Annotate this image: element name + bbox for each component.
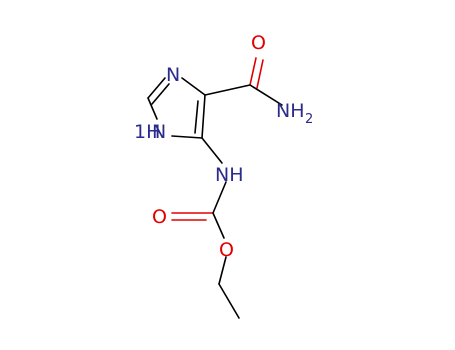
bond-camide-o [249,57,257,86]
bond-camide-nh2 [249,84,283,106]
bond-ch2-ch3 [218,283,240,319]
atom-labels: N 1H N O NH 2 NH O O [134,32,313,261]
bond-c4-camide [204,84,251,96]
atom-o-ester: O [219,239,234,261]
bond-c5-n1 [171,135,203,139]
bond-c4-c5 [201,94,206,139]
bond-c2-n3-double [151,83,170,105]
bond-camide-o-double [256,59,264,89]
bond-c2-n1 [147,97,158,120]
atom-nh-ring-n: N [152,121,166,143]
atom-o-carbonyl: O [152,206,167,228]
atom-nh-link: NH [215,164,244,186]
bond-c2-n3 [147,77,166,99]
bonds [147,57,283,319]
bond-c-oester [212,212,225,239]
bond-nhlink-c [212,181,227,214]
atom-n-ring: N [166,64,180,86]
atom-o-amide: O [251,32,266,54]
atom-nh2: NH [276,100,305,122]
atom-nh2-subscript: 2 [305,112,313,127]
atom-nh-ring-h: 1H [134,121,160,143]
bond-n3-c4 [181,77,206,96]
bond-oester-ch2 [218,256,227,285]
bond-c4-c5-double [194,100,199,134]
bond-c5-nhlink [201,137,223,164]
